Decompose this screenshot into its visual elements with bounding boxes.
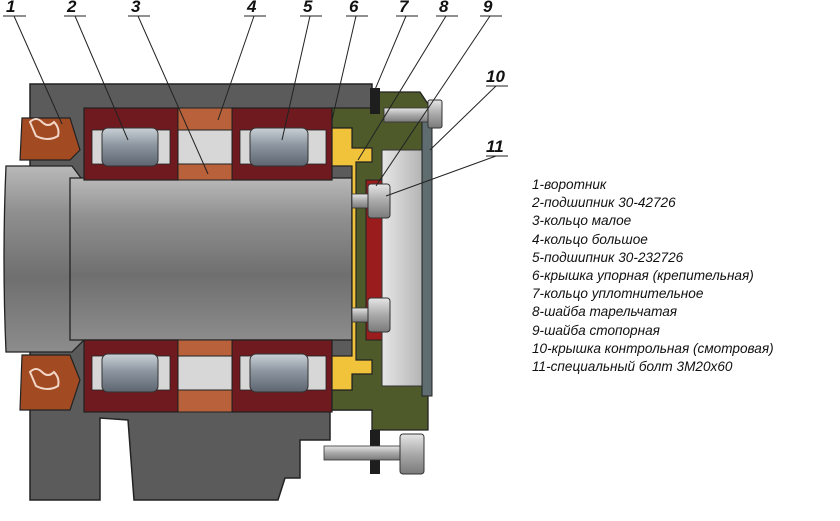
legend-item: 8-шайба тарельчатая — [532, 304, 678, 320]
legend-item: 7-кольцо уплотнительное — [532, 286, 704, 302]
legend-item: 1-воротник — [532, 177, 607, 192]
callout-10: 10 — [486, 67, 505, 86]
legend-item: 4-кольцо большое — [532, 231, 648, 247]
legend-item: 9-шайба стопорная — [532, 322, 660, 338]
callout-5: 5 — [303, 0, 313, 16]
callout-6: 6 — [349, 0, 359, 16]
legend-item: 10-крышка контрольная (смотровая) — [532, 340, 774, 356]
leader-lines — [3, 15, 508, 197]
callout-9: 9 — [483, 0, 493, 16]
collar-upper — [19, 117, 81, 161]
control-cover — [421, 119, 433, 397]
callout-7: 7 — [399, 0, 410, 16]
callout-11: 11 — [486, 137, 504, 156]
legend-item: 5-подшипник 30-232726 — [532, 249, 684, 265]
callout-8: 8 — [439, 0, 449, 16]
legend-item: 11-специальный болт 3М20х60 — [532, 359, 733, 375]
axle — [3, 165, 353, 353]
legend-item: 3-кольцо малое — [532, 213, 632, 229]
callout-1: 1 — [6, 0, 15, 16]
legend-item: 6-крышка упорная (крепительная) — [532, 268, 754, 284]
callout-2: 2 — [66, 0, 77, 16]
parts-legend: 1-воротник 2-подшипник 30-42726 3-кольцо… — [532, 176, 832, 376]
special-bolt-upper — [351, 183, 391, 219]
callout-4: 4 — [246, 0, 257, 16]
bearings-lower — [83, 339, 333, 413]
callout-numbers: 1 2 3 4 5 6 7 8 9 10 11 — [6, 0, 505, 156]
bearings-upper — [83, 107, 333, 181]
collar-lower — [19, 354, 81, 411]
cover-bolt-top — [383, 99, 443, 129]
legend-item: 2-подшипник 30-42726 — [532, 195, 676, 211]
special-bolt-lower — [351, 297, 391, 333]
callout-3: 3 — [131, 0, 141, 16]
cover-bolt-bottom — [323, 433, 425, 475]
